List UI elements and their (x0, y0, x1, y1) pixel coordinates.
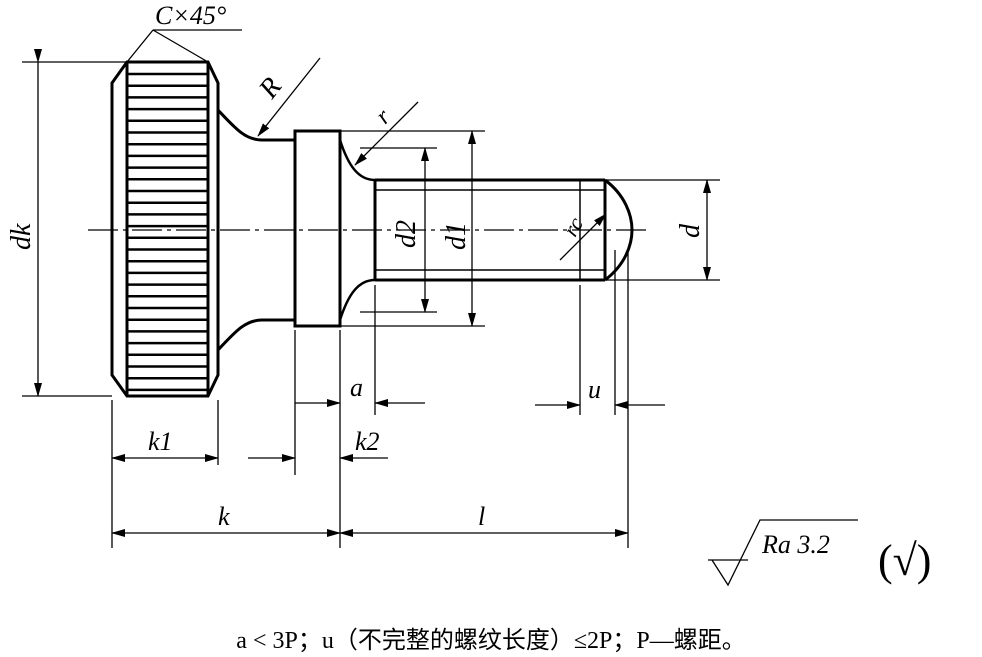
label-d1: d1 (441, 222, 472, 250)
label-d2: d2 (391, 220, 422, 248)
label-k1: k1 (148, 427, 173, 456)
label-R: R (252, 72, 288, 105)
neck-top (216, 108, 295, 142)
dimension-lines (22, 29, 858, 587)
label-r: r (371, 104, 396, 129)
roughness-other: (√) (878, 536, 931, 585)
label-k2: k2 (355, 427, 380, 456)
label-a: a (350, 373, 363, 402)
label-l: l (478, 502, 485, 531)
shank (373, 178, 607, 282)
neck-bottom (216, 318, 295, 352)
label-u: u (588, 375, 601, 404)
fillet-top (338, 139, 376, 182)
roughness-symbol (708, 519, 858, 587)
fillet-bottom (338, 278, 376, 321)
label-k: k (218, 502, 230, 531)
label-chamfer: C×45° (155, 1, 226, 30)
collar (293, 129, 342, 328)
caption: a < 3P；u（不完整的螺纹长度）≤2P；P—螺距。 (236, 628, 746, 654)
label-dk: dk (6, 223, 37, 250)
knurled-head (110, 60, 220, 398)
roughness-value: Ra 3.2 (761, 530, 830, 559)
label-d: d (675, 223, 706, 238)
knurl-lines (127, 72, 208, 392)
